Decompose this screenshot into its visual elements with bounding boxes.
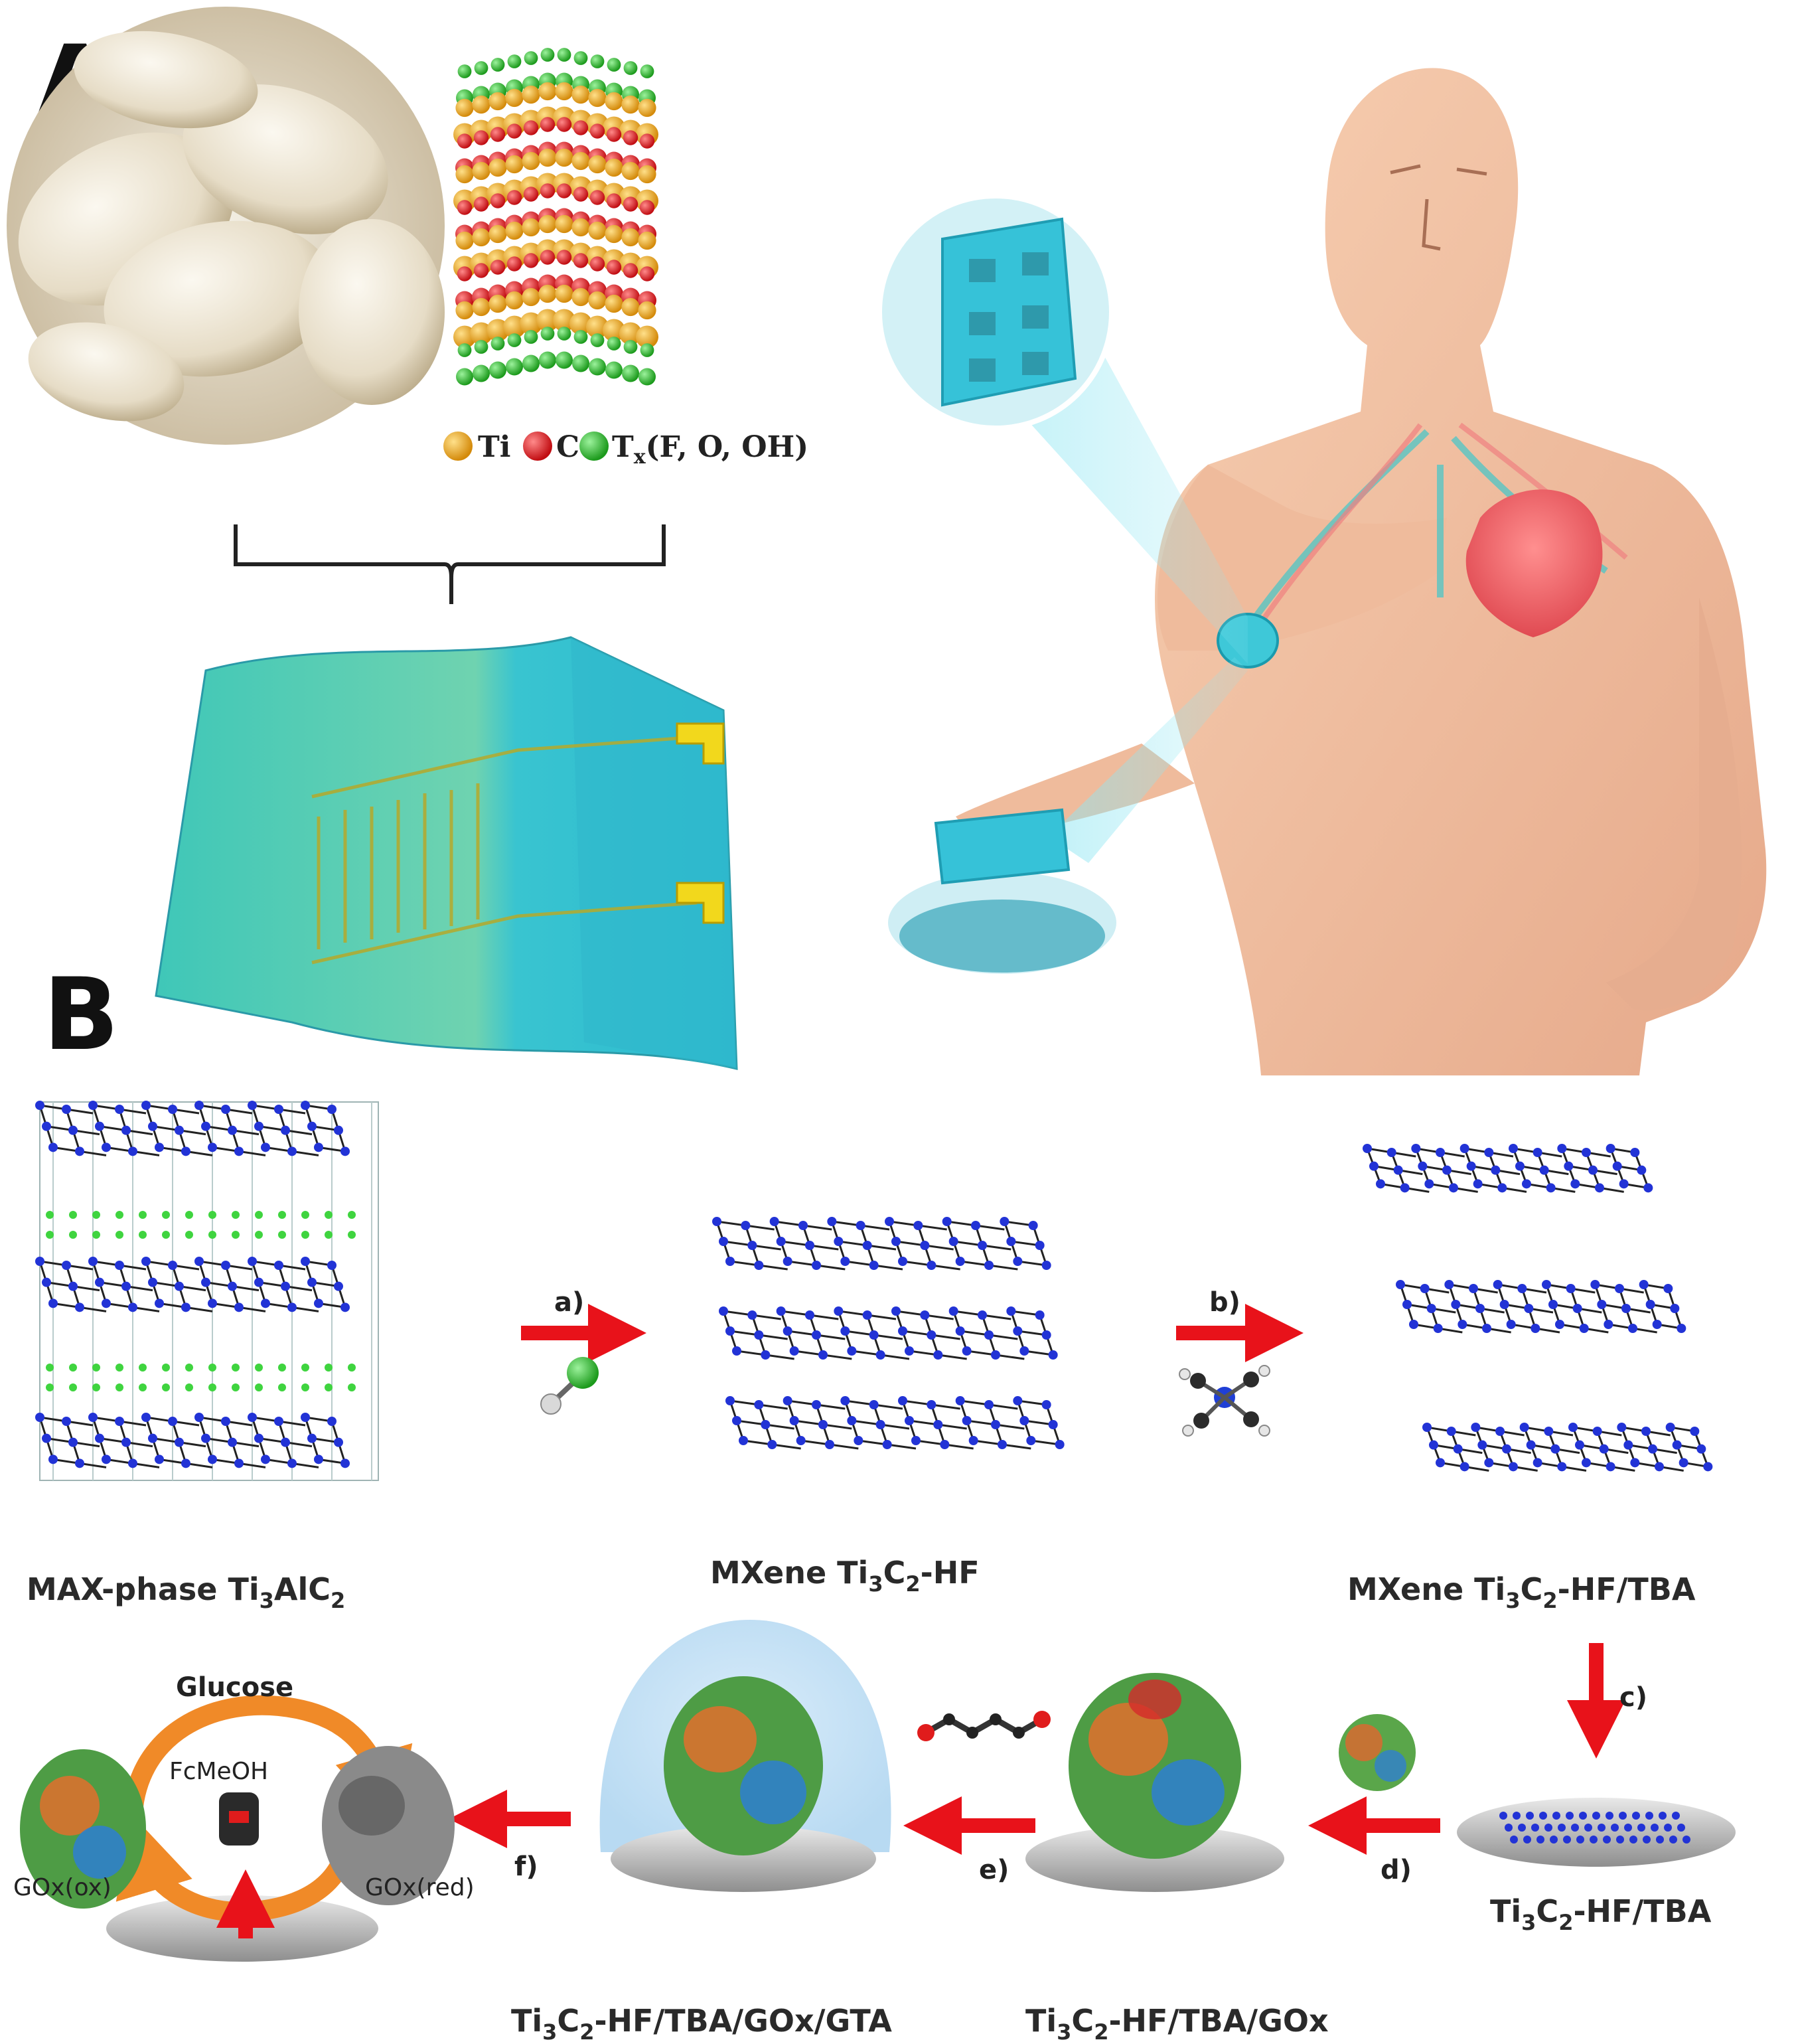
cycle-label-gox-ox: GOx(ox) xyxy=(13,1874,112,1901)
silk-mxene-sensor-sheet xyxy=(155,636,738,1070)
atom-legend: Ti C Tx(F, O, OH) xyxy=(443,430,808,469)
hf-molecule-icon xyxy=(540,1357,599,1415)
caption-mxene-hf: MXene Ti3C2-HF xyxy=(710,1555,980,1597)
cycle-label-glucose: Glucose xyxy=(176,1672,293,1703)
mxene-crystal-model xyxy=(453,48,658,386)
caption-mxene-hf-tba: MXene Ti3C2-HF/TBA xyxy=(1347,1571,1696,1613)
legend-c: C xyxy=(556,430,579,464)
wrist-sensor-callout xyxy=(877,193,1248,664)
step-label-d: d) xyxy=(1381,1855,1412,1885)
glucose-oxidation-cycle xyxy=(20,1695,455,1962)
legend-tx: Tx(F, O, OH) xyxy=(612,430,808,469)
caption-electrode-gox: Ti3C2-HF/TBA/GOx xyxy=(1025,2003,1329,2044)
sensor-in-solution-callout xyxy=(884,657,1248,978)
tba-molecule-icon xyxy=(1179,1365,1270,1437)
caption-max-phase: MAX-phase Ti3AlC2 xyxy=(27,1571,345,1613)
caption-electrode-tba: Ti3C2-HF/TBA xyxy=(1490,1893,1712,1935)
step-label-e: e) xyxy=(979,1855,1009,1885)
panel-label-b: B xyxy=(43,957,119,1073)
electrode-ti3c2-hf-tba xyxy=(1457,1798,1736,1867)
silk-cocoon-photo xyxy=(7,7,445,445)
electrode-pad-bottom xyxy=(676,882,725,924)
glutaraldehyde-molecule-icon xyxy=(917,1711,1051,1741)
legend-ti: Ti xyxy=(478,430,510,464)
c-atom-swatch xyxy=(523,432,552,461)
step-label-f: f) xyxy=(514,1851,538,1882)
gox-enzyme-icon xyxy=(1339,1714,1416,1791)
electrode-ti3c2-hf-tba-gox xyxy=(1025,1673,1284,1892)
ti-atom-swatch xyxy=(443,432,473,461)
electrode-ti3c2-hf-tba-gox-gta xyxy=(599,1620,891,1892)
max-phase-structure xyxy=(35,1101,379,1481)
mxene-hf-tba-structure xyxy=(1363,1144,1713,1472)
combination-brace xyxy=(234,524,666,604)
cycle-label-gox-red: GOx(red) xyxy=(365,1874,475,1901)
cycle-label-fcmeoh: FcMeOH xyxy=(169,1758,268,1785)
caption-electrode-gox-gta: Ti3C2-HF/TBA/GOx/GTA xyxy=(511,2003,892,2044)
heart-illustration xyxy=(1465,489,1603,637)
step-label-b: b) xyxy=(1209,1287,1240,1318)
step-label-c: c) xyxy=(1619,1682,1647,1713)
electrode-pad-top xyxy=(676,722,725,765)
tx-atom-swatch xyxy=(579,432,609,461)
mxene-hf-structure xyxy=(712,1217,1065,1450)
step-label-a: a) xyxy=(554,1287,584,1318)
